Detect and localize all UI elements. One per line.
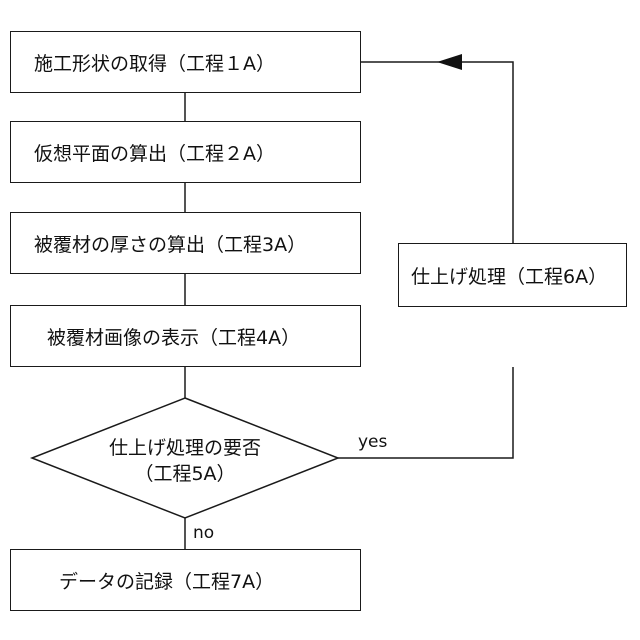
step-label-3: 被覆材の厚さの算出（工程3A） <box>34 230 306 257</box>
decision-label-line2: （工程5A） <box>60 461 310 487</box>
step-label-2: 仮想平面の算出（工程２A） <box>34 139 275 166</box>
connector-step6-to-step1 <box>361 62 513 243</box>
step-label-6: 仕上げ処理（工程6A） <box>411 262 607 289</box>
decision-label-line1: 仕上げ処理の要否 <box>60 435 310 461</box>
step-label-7: データの記録（工程7A） <box>59 567 274 594</box>
step-box-4: 被覆材画像の表示（工程4A） <box>10 305 361 367</box>
no-label: no <box>193 523 214 543</box>
step-label-1: 施工形状の取得（工程１A） <box>34 49 275 76</box>
step-box-6: 仕上げ処理（工程6A） <box>398 243 627 307</box>
step-box-1: 施工形状の取得（工程１A） <box>10 31 361 93</box>
arrowhead-left-icon <box>437 54 462 70</box>
step-label-4: 被覆材画像の表示（工程4A） <box>47 323 300 350</box>
step-box-7: データの記録（工程7A） <box>10 549 361 611</box>
step-box-3: 被覆材の厚さの算出（工程3A） <box>10 212 361 274</box>
decision-label: 仕上げ処理の要否 （工程5A） <box>60 435 310 487</box>
yes-label: yes <box>358 432 387 452</box>
step-box-2: 仮想平面の算出（工程２A） <box>10 121 361 183</box>
